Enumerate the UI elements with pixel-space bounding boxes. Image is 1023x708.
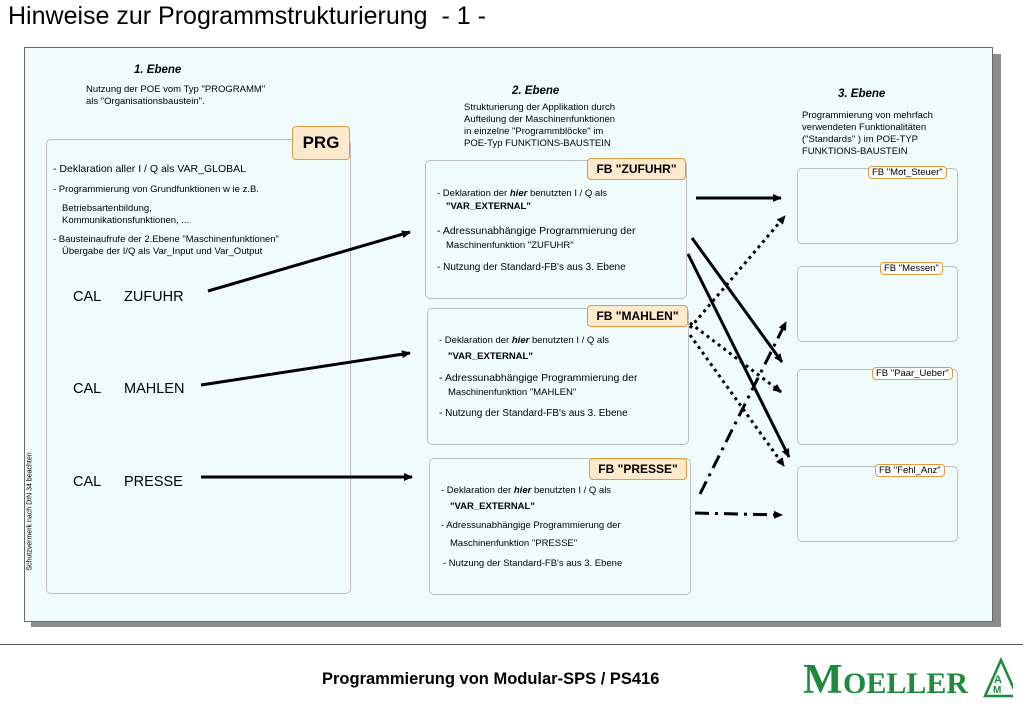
decl-text: benutzten I / Q als [529, 335, 610, 346]
arrow-call-zufuhr [207, 230, 411, 293]
call-cmd: CAL [73, 289, 102, 305]
call-zufuhr: CAL ZUFUHR [73, 289, 184, 305]
decl-emphasis: hier [513, 485, 532, 496]
arrow-presse-messen [698, 321, 788, 495]
prg-line-1: - Deklaration aller I / Q als VAR_GLOBAL [53, 163, 246, 175]
svg-text:OELLER: OELLER [843, 667, 968, 700]
arrow-call-mahlen [200, 350, 411, 387]
arrow-presse-fehl [694, 510, 783, 519]
footer-text: Programmierung von Modular-SPS / PS416 [322, 670, 660, 688]
svg-text:M: M [803, 657, 843, 702]
fb-presse-decl: - Deklaration der hier benutzten I / Q a… [441, 485, 611, 497]
fb-paar-ueber-tag: FB "Paar_Ueber" [872, 367, 953, 380]
prg-line-5: - Bausteinaufrufe der 2.Ebene "Maschinen… [53, 234, 279, 245]
fb-presse-func2: Maschinenfunktion "PRESSE" [450, 538, 578, 549]
fb-fehl-anz-tag: FB "Fehl_Anz" [875, 464, 945, 477]
level2-desc-3: in einzelne "Programmblöcke" im [464, 126, 604, 137]
decl-emphasis: hier [511, 335, 530, 346]
level1-title: 1. Ebene [134, 64, 182, 76]
decl-text: - Deklaration der [439, 335, 512, 346]
level2-desc-4: POE-Typ FUNKTIONS-BAUSTEIN [464, 138, 611, 149]
fb-zufuhr-use: - Nutzung der Standard-FB's aus 3. Ebene [437, 262, 626, 273]
decl-text: - Deklaration der [441, 485, 514, 496]
brand-logo: M OELLER A M [803, 654, 1019, 707]
arrow-mahlen-paar [689, 321, 782, 394]
level3-desc-2: verwendeten Funktionalitäten [802, 122, 927, 133]
level2-desc-1: Strukturierung der Applikation durch [464, 102, 616, 113]
footer-divider [0, 644, 1023, 645]
fb-presse-box [429, 458, 691, 595]
level1-desc-1: Nutzung der POE vom Typ "PROGRAMM" [86, 84, 266, 95]
fb-zufuhr-box [425, 160, 687, 299]
arrow-mahlen-mot [688, 215, 787, 329]
prg-line-4: Kommunikationsfunktionen, ... [62, 215, 190, 226]
fb-presse-tag: FB "PRESSE" [589, 458, 687, 480]
call-cmd: CAL [73, 381, 102, 397]
level2-title: 2. Ebene [512, 85, 560, 97]
fb-mahlen-tag: FB "MAHLEN" [587, 305, 688, 327]
level1-desc-2: als "Organisationsbaustein". [86, 96, 205, 107]
call-target: PRESSE [124, 474, 183, 490]
level3-desc-4: FUNKTIONS-BAUSTEIN [802, 146, 908, 157]
fb-zufuhr-decl: - Deklaration der hier benutzten I / Q a… [437, 188, 607, 200]
prg-line-2: - Programmierung von Grundfunktionen w i… [53, 184, 259, 195]
decl-emphasis: hier [509, 188, 528, 199]
level2-desc-2: Aufteilung der Maschinenfunktionen [464, 114, 616, 125]
decl-text: - Deklaration der [437, 188, 510, 199]
fb-presse-func1: - Adressunabhängige Programmierung der [441, 520, 621, 531]
fb-mahlen-func2: Maschinenfunktion "MAHLEN" [448, 387, 577, 398]
arrow-mahlen-fehl [688, 334, 786, 467]
fb-mahlen-func1: - Adressunabhängige Programmierung der [439, 372, 638, 384]
decl-text: benutzten I / Q als [531, 485, 612, 496]
page-title: Hinweise zur Programmstrukturierung - 1 … [8, 2, 486, 30]
arrow-zufuhr-paar [690, 237, 784, 363]
fb-zufuhr-func2: Maschinenfunktion "ZUFUHR" [446, 240, 574, 251]
fb-mahlen-use: - Nutzung der Standard-FB's aus 3. Ebene [439, 408, 628, 419]
prg-line-6: Übergabe der I/Q als Var_Input und Var_O… [62, 246, 263, 257]
fb-paar-ueber-box [797, 369, 958, 445]
svg-text:A: A [994, 674, 1002, 686]
fb-zufuhr-tag: FB "ZUFUHR" [587, 158, 686, 180]
fb-presse-var: "VAR_EXTERNAL" [450, 501, 535, 512]
fb-mahlen-var: "VAR_EXTERNAL" [448, 351, 533, 362]
level3-desc-1: Programmierung von mehrfach [802, 110, 933, 121]
arrow-zufuhr-fehl [686, 253, 791, 458]
fb-mahlen-decl: - Deklaration der hier benutzten I / Q a… [439, 335, 609, 347]
fb-mahlen-box [427, 308, 689, 445]
call-cmd: CAL [73, 474, 102, 490]
fb-mot-steuer-tag: FB "Mot_Steuer" [868, 166, 947, 179]
fb-messen-box [797, 266, 958, 342]
side-note: Schutzvermerk nach DIN 34 beachten [26, 452, 34, 571]
call-mahlen: CAL MAHLEN [73, 381, 184, 397]
svg-text:M: M [993, 685, 1001, 696]
fb-mot-steuer-box [797, 168, 958, 244]
fb-zufuhr-var: "VAR_EXTERNAL" [446, 201, 531, 212]
call-target: MAHLEN [124, 381, 185, 397]
prg-line-3: Betriebsartenbildung, [62, 203, 152, 214]
call-target: ZUFUHR [124, 289, 184, 305]
call-presse: CAL PRESSE [73, 474, 183, 490]
decl-text: benutzten I / Q als [527, 188, 608, 199]
moeller-logo-icon: M OELLER A M [803, 656, 1019, 703]
fb-messen-tag: FB "Messen" [880, 262, 943, 275]
prg-box [46, 139, 351, 594]
level3-title: 3. Ebene [838, 88, 886, 100]
prg-tag: PRG [292, 126, 350, 160]
level3-desc-3: ("Standards" ) im POE-TYP [802, 134, 919, 145]
fb-zufuhr-func1: - Adressunabhängige Programmierung der [437, 225, 636, 237]
fb-presse-use: - Nutzung der Standard-FB's aus 3. Ebene [443, 558, 623, 569]
